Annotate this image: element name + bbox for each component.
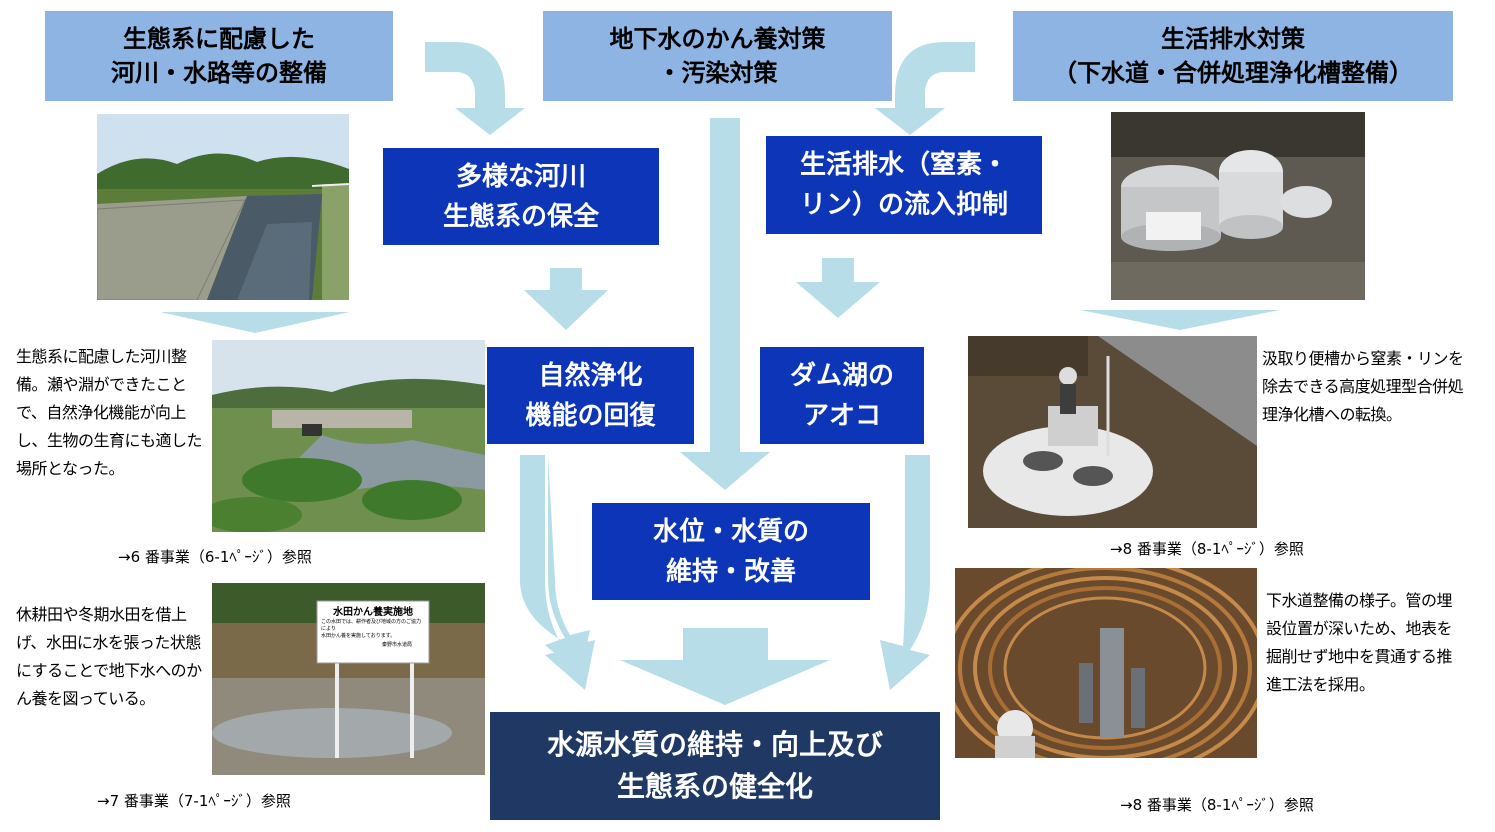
goal-box: 水源水質の維持・向上及び 生態系の健全化: [490, 712, 940, 820]
photo-river-channel: [97, 114, 349, 300]
ref-project-6: →6 番事業（6-1ﾍﾟｰｼﾞ）参照: [118, 548, 312, 566]
arrow-goal: [620, 628, 830, 705]
arrow-river-down: [524, 268, 608, 330]
sign-org: 秦野市水道局: [382, 642, 413, 648]
top-box-groundwater: 地下水のかん養対策 ・汚染対策: [543, 11, 892, 101]
desc-sewer-construction: 下水道整備の様子。管の埋設位置が深いため、地表を掘削せず地中を貫通する推進工法を…: [1266, 591, 1453, 694]
arrow-drain-down: [796, 258, 880, 318]
ref-project-7: →7 番事業（7-1ﾍﾟｰｼﾞ）参照: [97, 792, 291, 810]
photo-septic-parts: [1111, 112, 1365, 300]
photo-septic-install: [968, 336, 1257, 528]
sign-body: この水田では、耕作者及び地域の方のご協力により 水田かん養を実施しております。: [321, 619, 422, 639]
arrow-left-top-curve: [425, 42, 525, 135]
arrow-center-long: [680, 118, 770, 490]
arrow-left-wide: [160, 312, 350, 333]
desc-septic-conversion: 汲取り便槽から窒素・リンを除去できる高度処理型合併処理浄化槽への転換。: [1262, 349, 1464, 424]
box-river-ecosystem: 多様な河川 生態系の保全: [383, 148, 659, 245]
box-natural-purification: 自然浄化 機能の回復: [487, 347, 694, 444]
ref-project-8a: →8 番事業（8-1ﾍﾟｰｼﾞ）参照: [1110, 540, 1304, 558]
sign-title: 水田かん養実施地: [333, 607, 413, 618]
top-box-wastewater: 生活排水対策 （下水道・合併処理浄化槽整備）: [1013, 11, 1453, 101]
arrow-right-wide: [1080, 310, 1280, 330]
photo-river-weir: [212, 340, 485, 532]
desc-paddy-recharge: 休耕田や冬期水田を借上げ、水田に水を張った状態にすることで地下水へのかん養を図っ…: [16, 605, 202, 708]
box-water-level-quality: 水位・水質の 維持・改善: [592, 503, 870, 600]
arrow-right-top-curve: [875, 42, 975, 135]
box-drainage-control: 生活排水（窒素・ リン）の流入抑制: [766, 136, 1042, 234]
desc-river-improvement: 生態系に配慮した河川整備。瀬や淵ができたことで、自然浄化機能が向上し、生物の生育…: [16, 347, 203, 478]
photo-sewer-shaft: [955, 568, 1257, 758]
box-dam-algae: ダム湖の アオコ: [760, 347, 924, 444]
photo-paddy-sign: 水田かん養実施地 この水田では、耕作者及び地域の方のご協力により 水田かん養を実…: [212, 583, 485, 775]
ref-project-8b: →8 番事業（8-1ﾍﾟｰｼﾞ）参照: [1120, 796, 1314, 814]
top-box-river: 生態系に配慮した 河川・水路等の整備: [45, 11, 393, 101]
